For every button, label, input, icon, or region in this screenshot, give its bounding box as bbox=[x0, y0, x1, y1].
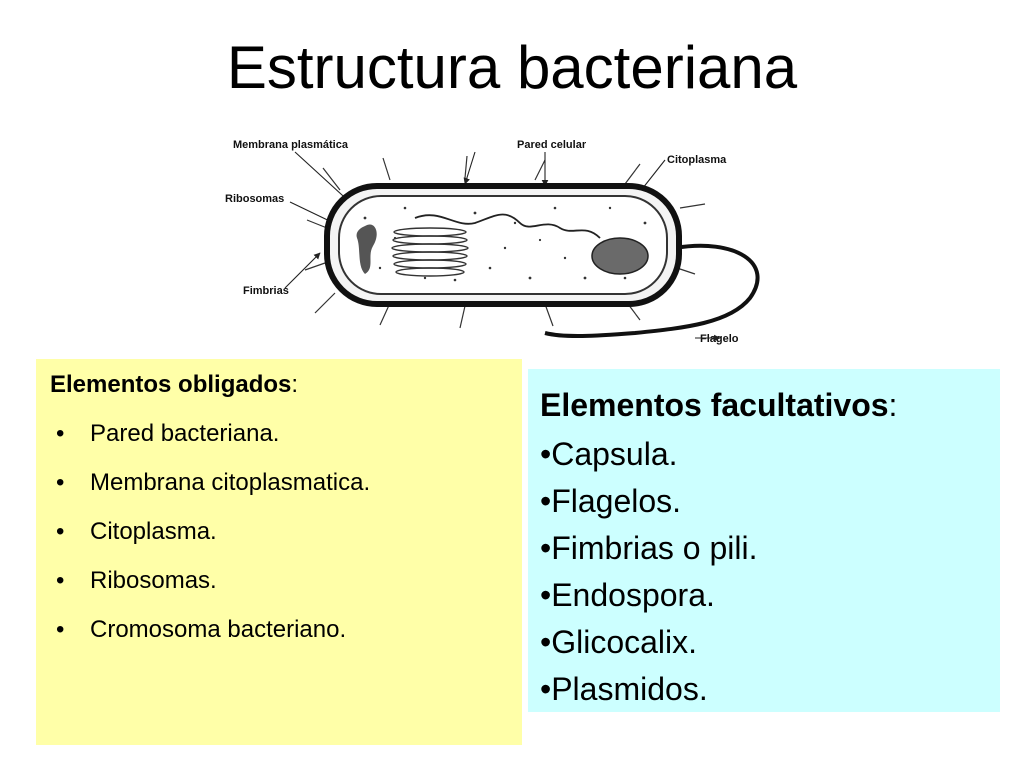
fimbriae bbox=[304, 155, 706, 329]
ribosome-dots bbox=[363, 206, 647, 282]
obligatory-elements-panel: Elementos obligados: Pared bacteriana. M… bbox=[36, 359, 522, 745]
list-item: Capsula. bbox=[540, 431, 988, 478]
label-ribosomas: Ribosomas bbox=[225, 193, 284, 205]
obligatory-list: Pared bacteriana. Membrana citoplasmatic… bbox=[50, 409, 508, 654]
optional-heading: Elementos facultativos: bbox=[540, 387, 898, 423]
label-fimbrias: Fimbrias bbox=[243, 285, 289, 297]
list-item: Cromosoma bacteriano. bbox=[50, 605, 508, 654]
bacteria-diagram: Membrana plasmática Pared celular Citopl… bbox=[225, 139, 760, 345]
obligatory-heading: Elementos obligados: bbox=[50, 371, 299, 398]
list-item: Membrana citoplasmatica. bbox=[50, 458, 508, 507]
ribosome-cluster bbox=[356, 224, 377, 274]
list-item: Glicocalix. bbox=[540, 619, 988, 666]
optional-list: Capsula. Flagelos. Fimbrias o pili. Endo… bbox=[540, 431, 988, 713]
list-item: Flagelos. bbox=[540, 478, 988, 525]
chromosome bbox=[414, 213, 601, 239]
list-item: Fimbrias o pili. bbox=[540, 525, 988, 572]
slide-title: Estructura bacteriana bbox=[226, 34, 798, 101]
list-item: Plasmidos. bbox=[540, 666, 988, 713]
nucleoid bbox=[591, 237, 649, 275]
optional-elements-panel: Elementos facultativos: Capsula. Flagelo… bbox=[528, 369, 1000, 712]
list-item: Citoplasma. bbox=[50, 507, 508, 556]
label-pared: Pared celular bbox=[517, 139, 587, 151]
list-item: Pared bacteriana. bbox=[50, 409, 508, 458]
cell-membrane bbox=[338, 195, 668, 295]
label-membrana: Membrana plasmática bbox=[233, 139, 349, 151]
list-item: Endospora. bbox=[540, 572, 988, 619]
label-citoplasma: Citoplasma bbox=[667, 154, 727, 166]
flagellum bbox=[544, 243, 760, 339]
label-flagelo: Flagelo bbox=[700, 333, 739, 345]
list-item: Ribosomas. bbox=[50, 556, 508, 605]
mesosome bbox=[391, 227, 469, 277]
